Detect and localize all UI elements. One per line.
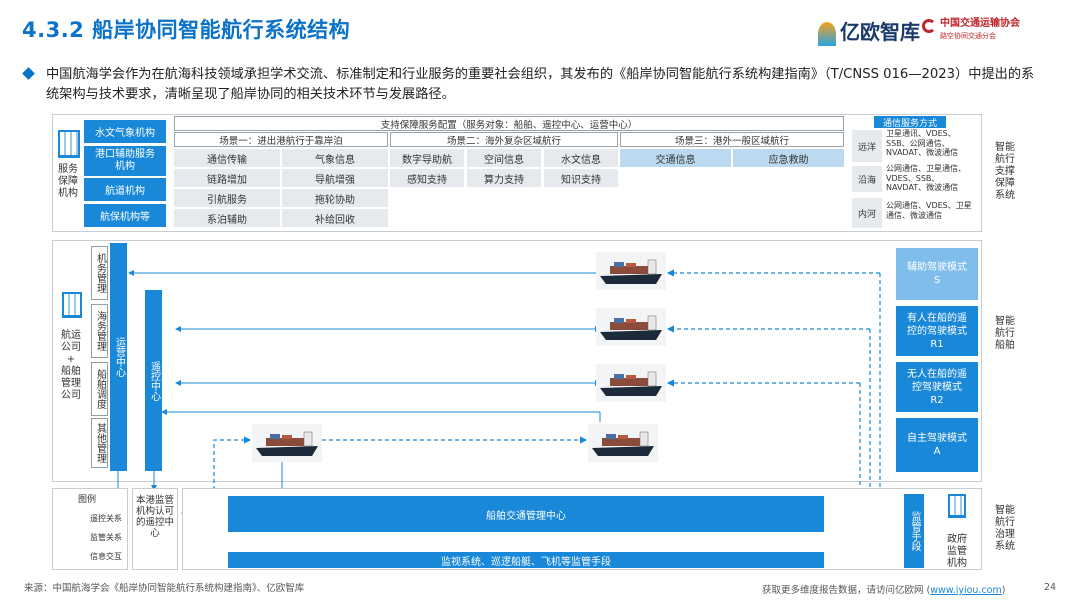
support-config-header: 支持保障服务配置（服务对象：船舶、遥控中心、运营中心） [174, 116, 844, 131]
mode-r2: 无人在船的遥控驾驶模式R2 [896, 362, 978, 412]
port-remote-center [132, 488, 178, 570]
legend-info: 信息交互 [90, 552, 122, 561]
ship-image [595, 363, 667, 403]
ship-image [595, 251, 667, 291]
mgmt-marine: 海务管理 [91, 304, 108, 358]
legend-remote: 遥控关系 [90, 514, 122, 523]
legend-panel [52, 488, 128, 570]
mode-r1: 有人在船的遥控的驾驶模式R1 [896, 306, 978, 356]
vts-center: 船舶交通管理中心 [228, 496, 824, 532]
intro-text: 中国航海学会作为在航海科技领域承担学术交流、标准制定和行业服务的重要社会组织，其… [46, 67, 1035, 102]
port-remote-center-text: 本港监管机构认可的遥控中心 [136, 495, 175, 539]
mgmt-engineering: 机务管理 [91, 246, 108, 300]
shipping-company-label: 航运 公司 + 船舶 管理 公司 [61, 330, 81, 401]
service-org-port: 港口辅助服务机构 [84, 146, 166, 176]
mode-s: 辅助驾驶模式S [896, 248, 978, 300]
legend-supervision: 监管关系 [90, 533, 122, 542]
mgmt-dispatch: 船舶调度 [91, 362, 108, 416]
association-logo: 中国交通运输协会路空协同交通分会 [922, 18, 1020, 42]
scene-1-header: 场景一：进出港航行于靠岸泊 [174, 132, 388, 147]
scene1-cell: 补给回收 [282, 209, 388, 227]
scene3-cell: 交通信息 [620, 149, 731, 167]
comm-area-ocean: 远洋 [852, 130, 882, 162]
scene3-cell: 应急救助 [733, 149, 844, 167]
comm-river-text: 公网通信、VDES、卫星通信、微波通信 [886, 201, 972, 220]
comm-ocean-text: 卫星通讯、VDES、SSB、公网通信、NVADAT、微波通信 [886, 129, 959, 157]
gov-org-label: 政府 监管 机构 [947, 534, 967, 569]
comm-coast-text: 公网通信、卫星通信、VDES、SSB、NAVDAT、微波通信 [886, 164, 966, 192]
gov-system-label: 智能 航行 治理 系统 [995, 505, 1015, 552]
service-org-channel: 航道机构 [84, 178, 166, 201]
building-icon [62, 292, 82, 318]
mode-a: 自主驾驶模式A [896, 418, 978, 472]
scene-2-header: 场景二：海外复杂区域航行 [390, 132, 618, 147]
building-icon [58, 130, 80, 158]
more-info-text: 获取更多维度报告数据，请访问亿欧网 ( [762, 585, 931, 596]
scene1-cell: 拖轮协助 [282, 189, 388, 207]
association-name: 中国交通运输协会 [940, 18, 1020, 29]
legend-title: 图例 [78, 495, 97, 505]
operation-center: 运营中心 [110, 243, 127, 471]
scene1-cell: 通信传输 [174, 149, 280, 167]
ship-system-label: 智能 航行 船舶 [995, 316, 1015, 351]
remote-control-center: 遥控中心 [145, 290, 162, 471]
mgmt-other: 其他管理 [91, 418, 108, 468]
more-info: 获取更多维度报告数据，请访问亿欧网 (www.iyiou.com) [762, 582, 1005, 596]
service-org-hydro: 水文气象机构 [84, 120, 166, 143]
monitoring-means: 监视系统、巡逻船艇、飞机等监管手段 [228, 552, 824, 568]
building-icon [948, 494, 966, 518]
source-note: 来源：中国航海学会《船岸协同智能航行系统构建指南》、亿欧智库 [24, 583, 305, 594]
scene1-cell: 引航服务 [174, 189, 280, 207]
ship-image [251, 423, 323, 463]
scene2-cell: 水文信息 [544, 149, 618, 167]
scene1-cell: 气象信息 [282, 149, 388, 167]
ship-image [587, 423, 659, 463]
comm-area-coast: 沿海 [852, 166, 882, 192]
scene1-cell: 系泊辅助 [174, 209, 280, 227]
comm-header: 通信服务方式 [874, 116, 946, 129]
page-title: 4.3.2 船岸协同智能航行系统结构 [22, 18, 351, 42]
iresearch-logo-text: 亿欧智库 [840, 20, 920, 44]
comm-area-river: 内河 [852, 198, 882, 228]
support-system-label: 智能 航行 支撑 保障 系统 [995, 142, 1015, 201]
service-org-aton: 航保机构等 [84, 204, 166, 227]
page-number: 24 [1044, 582, 1057, 593]
iresearch-logo-icon [818, 21, 836, 46]
ship-image [595, 307, 667, 347]
supervision-means: 监管手段 [904, 494, 924, 568]
scene1-cell: 导航增强 [282, 169, 388, 187]
association-ring-icon [922, 19, 936, 33]
scene-3-header: 场景三：港外一般区域航行 [620, 132, 844, 147]
scene1-cell: 链路增加 [174, 169, 280, 187]
service-org-label: 服务 保障 机构 [58, 164, 78, 199]
scene2-cell: 知识支持 [544, 169, 618, 187]
scene2-cell: 数字导助航 [390, 149, 464, 167]
scene2-cell: 算力支持 [467, 169, 541, 187]
scene2-cell: 空间信息 [467, 149, 541, 167]
more-info-close: ) [1001, 585, 1006, 596]
iresearch-logo: 亿欧智库 [818, 16, 920, 46]
scene2-cell: 感知支持 [390, 169, 464, 187]
iyiou-link[interactable]: www.iyiou.com [930, 585, 1002, 596]
association-sub: 路空协同交通分会 [940, 32, 996, 40]
